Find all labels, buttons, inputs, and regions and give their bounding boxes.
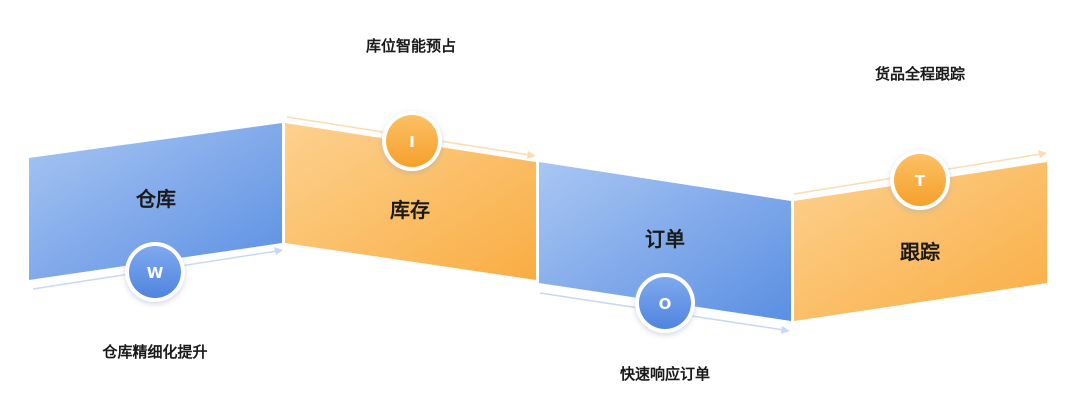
badge-t bbox=[890, 150, 950, 210]
caption-warehouse: 仓库精细化提升 bbox=[101, 343, 207, 361]
badge-w bbox=[125, 242, 185, 302]
badge-t-letter: T bbox=[915, 172, 926, 190]
badge-i bbox=[382, 111, 442, 171]
stage-tracking: 跟踪 T 货品全程跟踪 bbox=[794, 65, 1047, 321]
badge-o-letter: O bbox=[659, 295, 672, 313]
panel-tracking bbox=[794, 162, 1047, 321]
badge-i-letter: I bbox=[409, 133, 415, 151]
caption-inventory: 库位智能预占 bbox=[366, 37, 456, 55]
badge-o bbox=[635, 273, 695, 333]
panel-inventory bbox=[285, 123, 536, 280]
panel-title-inventory: 库存 bbox=[390, 198, 430, 222]
panel-title-warehouse: 仓库 bbox=[135, 187, 176, 211]
panel-title-order: 订单 bbox=[645, 227, 685, 251]
stage-warehouse: 仓库 W 仓库精细化提升 bbox=[29, 123, 282, 361]
panel-order bbox=[539, 162, 791, 321]
stage-order: 订单 O 快速响应订单 bbox=[539, 162, 791, 383]
panel-warehouse bbox=[29, 123, 282, 280]
caption-order: 快速响应订单 bbox=[620, 365, 710, 383]
stage-inventory: 库存 I 库位智能预占 bbox=[285, 37, 536, 280]
panel-title-tracking: 跟踪 bbox=[900, 240, 940, 264]
caption-tracking: 货品全程跟踪 bbox=[875, 65, 965, 83]
badge-w-letter: W bbox=[147, 264, 164, 282]
